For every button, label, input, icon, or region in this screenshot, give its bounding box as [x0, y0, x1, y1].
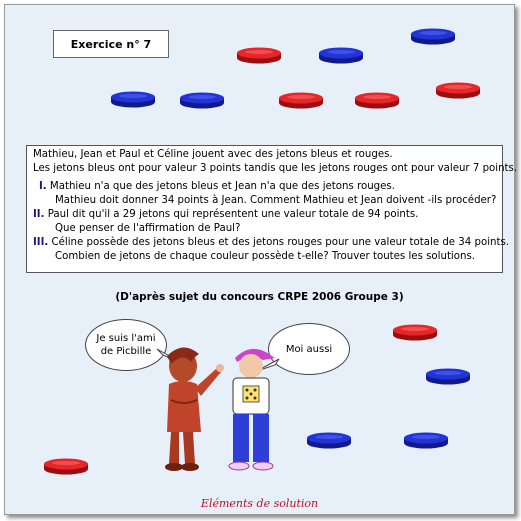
question-3: III. Céline possède des jetons bleus et … [33, 236, 509, 250]
blue-token-icon [307, 432, 351, 449]
bubble-left-line: Je suis l'ami [96, 333, 156, 344]
question-number: I. [39, 181, 47, 192]
bubble-left-line: de Picbille [100, 346, 152, 357]
speech-bubble-left: Je suis l'ami de Picbille [85, 319, 167, 371]
source-citation: (D'après sujet du concours CRPE 2006 Gro… [115, 291, 404, 303]
speech-bubble-right: Moi aussi [268, 323, 350, 375]
intro-line: Les jetons bleus ont pour valeur 3 point… [33, 163, 518, 174]
question-number: III. [33, 237, 49, 248]
exercise-title: Exercice n° 7 [53, 30, 169, 58]
blue-token-icon [319, 47, 363, 64]
solution-link[interactable]: Eléments de solution [200, 497, 319, 510]
red-token-icon [237, 47, 281, 64]
question-number: II. [33, 209, 45, 220]
blue-token-icon [404, 432, 448, 449]
question-1-text-a: Mathieu n'a que des jetons bleus et Jean… [49, 181, 395, 192]
red-token-icon [393, 324, 437, 341]
red-token-icon [44, 458, 88, 475]
blue-token-icon [111, 91, 155, 108]
red-token-icon [436, 82, 480, 99]
question-1: I. Mathieu n'a que des jetons bleus et J… [33, 180, 502, 194]
question-2-text-b: Que penser de l'affirmation de Paul? [55, 223, 241, 234]
red-token-icon [279, 92, 323, 109]
question-2: II. Paul dit qu'il a 29 jetons qui repré… [33, 208, 502, 222]
blue-token-icon [180, 92, 224, 109]
question-1-text-b: Mathieu doit donner 34 points à Jean. Co… [55, 195, 497, 206]
boy-character-icon [165, 347, 224, 471]
problem-statement: Mathieu, Jean et Paul et Céline jouent a… [26, 145, 518, 273]
intro-line: Mathieu, Jean et Paul et Céline jouent a… [33, 149, 393, 160]
question-2-text-a: Paul dit qu'il a 29 jetons qui représent… [47, 209, 419, 220]
blue-token-icon [411, 28, 455, 45]
red-token-icon [355, 92, 399, 109]
capped-boy-character-icon [228, 348, 275, 471]
blue-token-icon [426, 368, 470, 385]
question-3-text-b: Combien de jetons de chaque couleur poss… [55, 251, 475, 262]
question-3-text-a: Céline possède des jetons bleus et des j… [51, 237, 510, 248]
exercise-frame: Exercice n° 7 Mathieu, Jean et Paul et C… [4, 4, 518, 515]
